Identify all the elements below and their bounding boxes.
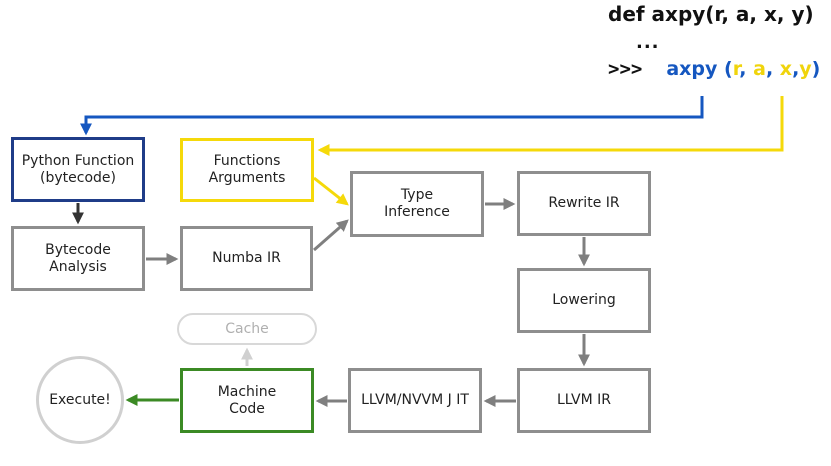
call-close-paren: ) xyxy=(811,58,821,80)
code-ellipsis: ... xyxy=(636,32,660,53)
call-function-name: axpy xyxy=(666,58,718,80)
machine-code-label: Machine Code xyxy=(217,383,277,417)
arrow-call-to-python-function xyxy=(80,96,704,136)
bytecode-analysis-label: Bytecode Analysis xyxy=(45,241,111,275)
llvm-ir-node: LLVM IR xyxy=(517,368,651,433)
function-arguments-label: Functions Arguments xyxy=(208,153,286,186)
python-function-node: Python Function (bytecode) xyxy=(11,137,145,202)
function-definition: def axpy(r, a, x, y) xyxy=(608,2,814,26)
execute-node: Execute! xyxy=(36,356,124,444)
cache-label: Cache xyxy=(225,321,269,337)
llvm-nvvm-jit-label: LLVM/NVVM J IT xyxy=(361,392,469,408)
call-arg-y: y xyxy=(799,58,812,80)
type-inference-label: Type Inference xyxy=(384,187,450,220)
lowering-node: Lowering xyxy=(517,268,651,333)
function-arguments-node: Functions Arguments xyxy=(180,138,314,202)
arrow-numba-ir-to-type-inference xyxy=(313,219,349,252)
llvm-ir-label: LLVM IR xyxy=(556,392,612,408)
cache-node: Cache xyxy=(177,313,317,345)
call-arg-r: r xyxy=(732,58,740,80)
call-open-paren: ( xyxy=(717,58,733,80)
call-arg-x: x xyxy=(779,58,793,80)
lowering-label: Lowering xyxy=(552,292,616,308)
machine-code-node: Machine Code xyxy=(180,368,314,433)
numba-ir-label: Numba IR xyxy=(212,250,281,266)
llvm-nvvm-jit-node: LLVM/NVVM J IT xyxy=(348,368,482,433)
execute-label: Execute! xyxy=(49,392,111,408)
arrow-function-arguments-to-type-inference xyxy=(313,176,349,206)
call-separator-2: , xyxy=(765,58,780,80)
bytecode-analysis-node: Bytecode Analysis xyxy=(11,226,145,291)
type-inference-node: Type Inference xyxy=(350,171,484,237)
rewrite-ir-node: Rewrite IR xyxy=(517,171,651,236)
python-function-label: Python Function (bytecode) xyxy=(21,152,135,186)
repl-prompt: >>> xyxy=(608,58,643,80)
function-call: >>>axpy (r, a, x,y) xyxy=(608,58,820,80)
call-separator-3: , xyxy=(792,58,800,80)
rewrite-ir-label: Rewrite IR xyxy=(548,195,620,211)
call-arg-a: a xyxy=(753,58,766,80)
numba-ir-node: Numba IR xyxy=(180,226,313,291)
arrow-args-to-function-arguments xyxy=(317,96,784,156)
call-separator-1: , xyxy=(739,58,754,80)
